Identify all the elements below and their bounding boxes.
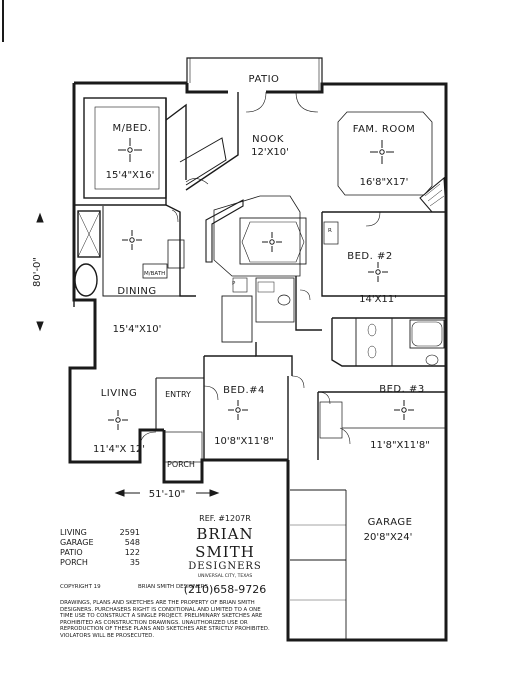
- door-swings: [139, 91, 381, 449]
- overall-depth: 80'-0": [32, 257, 43, 287]
- room-label-bed2: BED. #2: [347, 251, 392, 262]
- width-dimension: [114, 489, 220, 497]
- refrigerator-label: R: [328, 228, 332, 234]
- room-dims-family-room: 16'8"X17': [360, 177, 409, 188]
- pantry-label: P: [232, 281, 236, 287]
- depth-dimension: [36, 212, 44, 332]
- exterior-walls: [68, 81, 448, 642]
- legal-notice: DRAWINGS, PLANS AND SKETCHES ARE THE PRO…: [60, 600, 270, 639]
- room-label-dining: DINING: [117, 286, 156, 297]
- room-label-master-bed: M/BED.: [112, 123, 151, 134]
- overall-width: 51'-10": [149, 489, 185, 500]
- room-label-entry: ENTRY: [165, 390, 191, 399]
- patio: [186, 57, 323, 92]
- plan-reference: REF. #1207R: [199, 514, 251, 523]
- room-dims-bed3: 11'8"X11'8": [370, 440, 430, 451]
- designer-block: REF. #1207R BRIAN SMITH DESIGNERS UNIVER…: [170, 514, 280, 596]
- room-label-bed3: BED. #3: [379, 384, 424, 395]
- room-dims-nook: 12'X10': [251, 147, 289, 158]
- designer-subtitle: DESIGNERS: [188, 561, 262, 572]
- room-dims-dining: 15'4"X10': [113, 324, 162, 335]
- room-label-master-bath: M/BATH: [144, 271, 165, 277]
- ceiling-fans: [108, 138, 414, 430]
- designer-name: BRIAN SMITH: [195, 525, 255, 561]
- room-dims-bed4: 10'8"X11'8": [214, 436, 274, 447]
- room-dims-master-bed: 15'4"X16': [106, 170, 155, 181]
- interior-walls: [73, 92, 447, 640]
- designer-city: UNIVERSAL CITY, TEXAS: [197, 574, 253, 579]
- room-label-living: LIVING: [101, 388, 138, 399]
- room-label-bed4: BED.#4: [223, 385, 265, 396]
- room-dims-living: 11'4"X 12': [93, 444, 145, 455]
- room-dims-bed2: 14'X11': [359, 294, 397, 305]
- room-label-patio: PATIO: [249, 74, 280, 85]
- designer-phone: (210)658-9726: [183, 583, 267, 596]
- room-label-garage: GARAGE: [368, 517, 413, 528]
- room-label-porch: PORCH: [167, 460, 195, 469]
- room-label-nook: NOOK: [252, 134, 284, 145]
- room-label-family-room: FAM. ROOM: [353, 124, 415, 135]
- room-dims-garage: 20'8"X24': [364, 532, 413, 543]
